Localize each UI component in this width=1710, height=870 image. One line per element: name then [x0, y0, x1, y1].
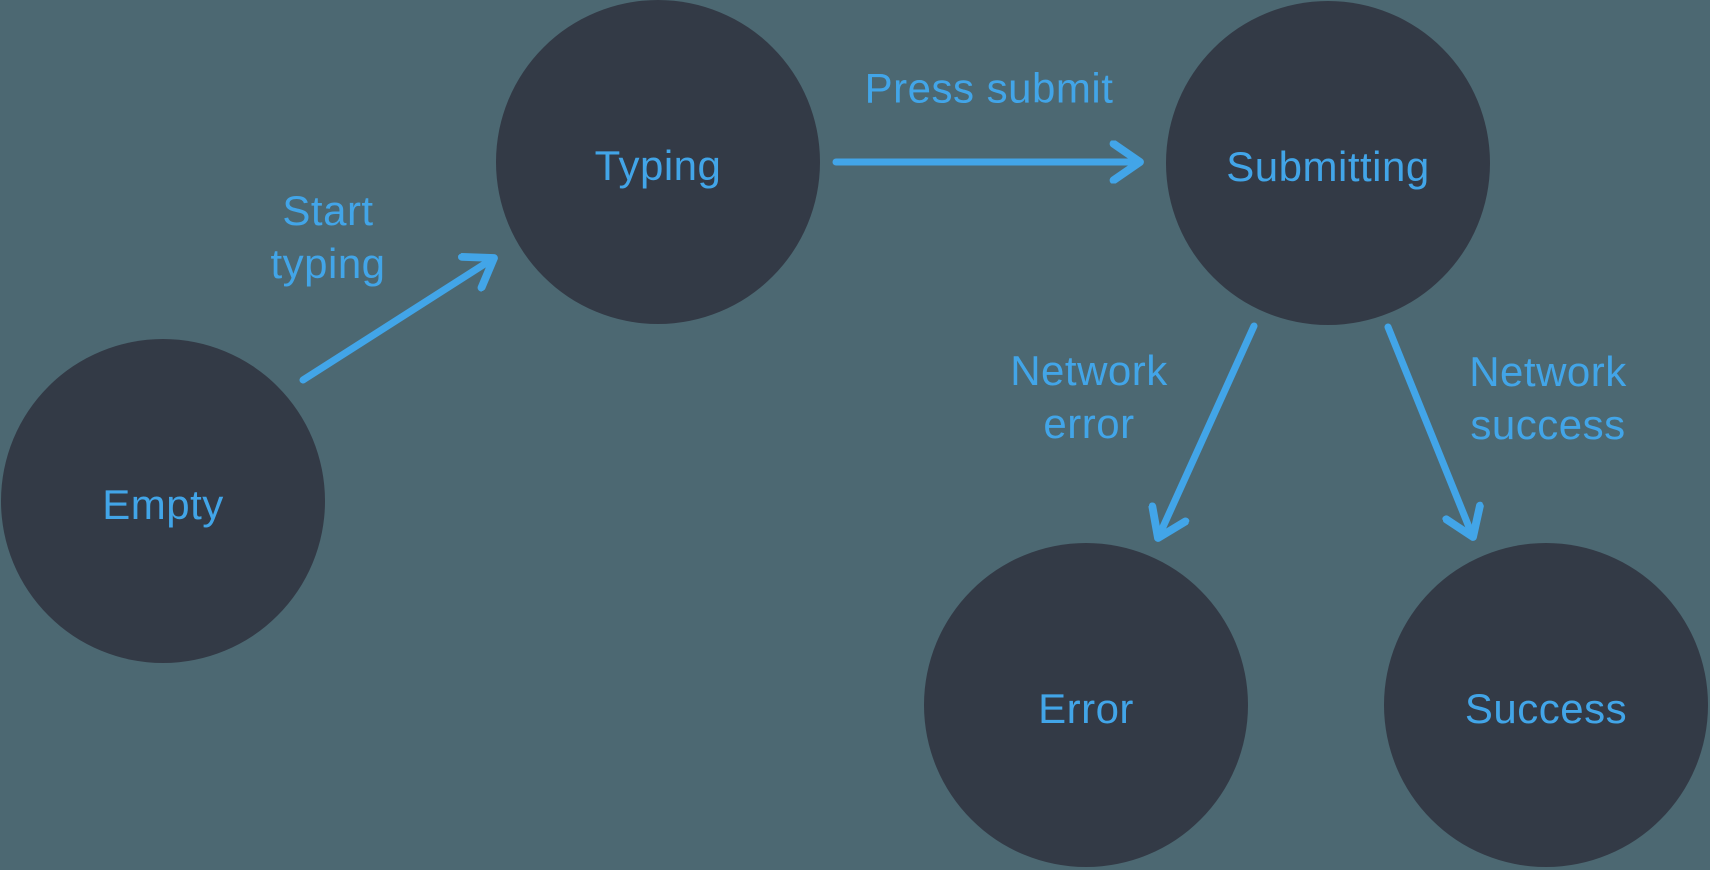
edge-label-network-error: Network error: [1010, 347, 1168, 447]
edge-label-network-success: Network success: [1469, 348, 1627, 448]
state-node-error-label: Error: [1038, 685, 1134, 732]
state-node-typing: Typing: [496, 0, 820, 324]
edge-label-press-submit: Press submit: [864, 64, 1114, 112]
edge-arrow-network-success: [1384, 323, 1473, 537]
edge-arrow-network-error: [1158, 322, 1258, 538]
state-node-empty-label: Empty: [102, 481, 224, 528]
state-node-empty: Empty: [1, 339, 325, 663]
state-node-success-label: Success: [1464, 685, 1628, 732]
state-node-submitting-label: Submitting: [1226, 143, 1430, 190]
state-node-error: Error: [924, 543, 1248, 867]
state-node-success: Success: [1384, 543, 1708, 867]
edge-label-start-typing: Start typing: [270, 187, 386, 287]
state-node-submitting: Submitting: [1166, 1, 1490, 325]
state-node-typing-label: Typing: [594, 142, 722, 189]
